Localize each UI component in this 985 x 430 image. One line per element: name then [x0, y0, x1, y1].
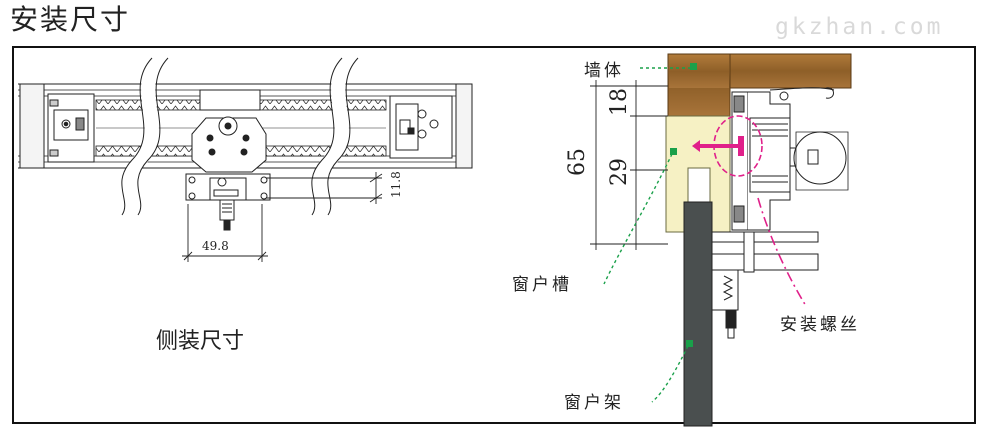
slot-marker	[670, 148, 677, 155]
side-view-end-block	[389, 95, 453, 159]
frame-marker	[686, 340, 693, 347]
dim-total-label: 65	[565, 148, 590, 176]
label-wall: 墙体	[584, 61, 624, 81]
dim-width-label: 49.8	[202, 239, 229, 253]
pulley-assembly	[749, 117, 849, 193]
wall-block	[667, 53, 852, 117]
label-window-slot: 窗户槽	[512, 275, 572, 295]
side-view-dimension-lines	[182, 172, 383, 262]
watermark: gkzhan.com	[775, 14, 944, 40]
label-window-frame: 窗户架	[564, 393, 624, 413]
dim-bottom-label: 29	[607, 158, 632, 186]
dim-height-label: 11.8	[389, 171, 403, 198]
label-screw: 安装螺丝	[780, 315, 860, 335]
leader-lines	[603, 67, 807, 403]
side-view-motor-block	[47, 93, 95, 163]
lower-bracket	[711, 231, 819, 339]
drawing-frame	[12, 46, 976, 424]
screw-highlight	[692, 115, 763, 177]
window-frame-bar	[683, 201, 713, 427]
side-view-carriage	[185, 89, 271, 231]
page-title: 安装尺寸	[10, 3, 131, 36]
side-view-caption: 侧装尺寸	[156, 329, 244, 354]
wall-marker	[690, 63, 697, 70]
dim-top-label: 18	[607, 88, 632, 116]
side-view-break-lines	[121, 53, 359, 219]
section-dimension-lines	[590, 80, 668, 250]
